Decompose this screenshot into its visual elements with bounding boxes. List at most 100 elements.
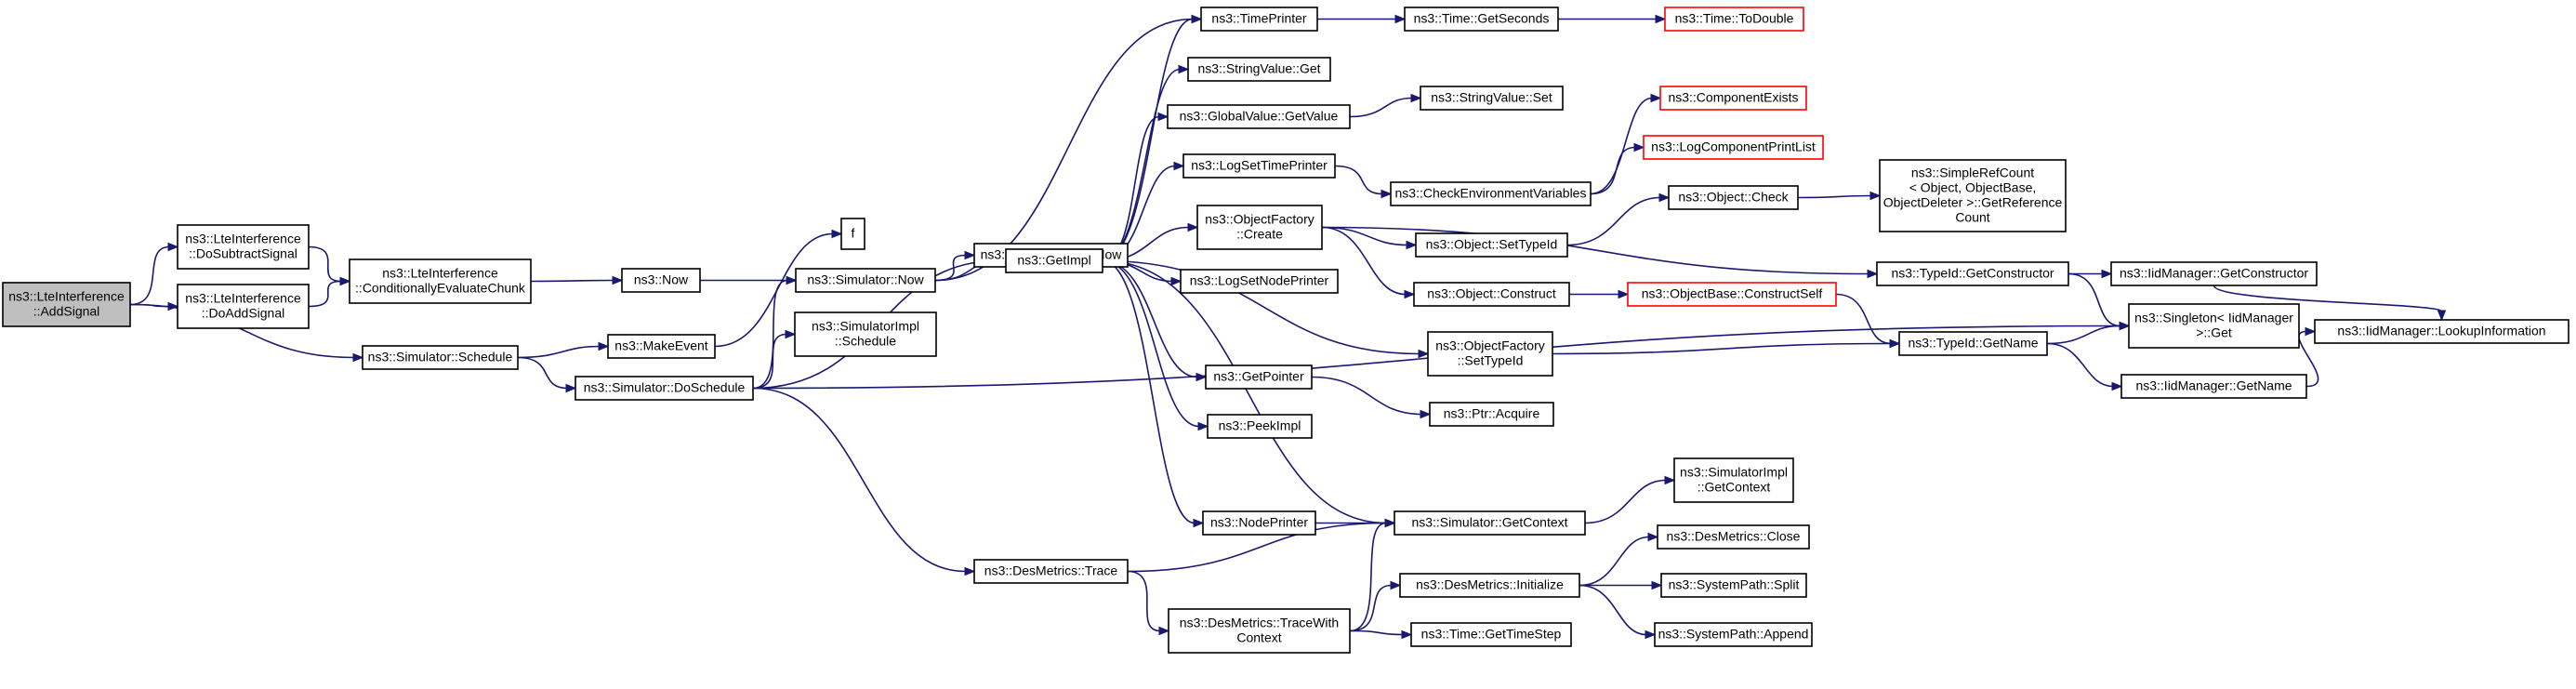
arrowhead (1196, 372, 1208, 382)
node-check-env[interactable]: ns3::CheckEnvironmentVariables (1390, 181, 1592, 206)
node-cond-eval[interactable]: ns3::LteInterference::ConditionallyEvalu… (349, 258, 532, 304)
node-object-construct[interactable]: ns3::Object::Construct (1413, 282, 1570, 307)
edge-add_signal-to-do_subtract (129, 245, 170, 306)
node-syspath-append[interactable]: ns3::SystemPath::Append (1654, 622, 1813, 647)
node-box (349, 258, 532, 304)
node-log-comp-print-list[interactable]: ns3::LogComponentPrintList (1643, 135, 1824, 160)
edge-objectbase_construct_self-to-typeid_get_name (1835, 293, 1892, 345)
node-box (1005, 248, 1103, 273)
node-ptr-acquire[interactable]: ns3::Ptr::Acquire (1429, 402, 1554, 427)
node-now[interactable]: ns3::Now (621, 268, 701, 293)
arrowhead (1418, 349, 1430, 359)
node-simimpl-get-context[interactable]: ns3::SimulatorImpl::GetContext (1673, 457, 1794, 503)
edge-des_trace_ctx-to-des_initialize (1349, 584, 1393, 632)
arrowhead (785, 329, 797, 339)
node-simimpl-schedule[interactable]: ns3::SimulatorImpl::Schedule (794, 311, 937, 357)
node-label: ns3::LteInterference (185, 291, 301, 306)
node-box (1390, 181, 1592, 206)
edge-sim_do_schedule-to-des_trace (752, 387, 967, 573)
node-simple-ref-count[interactable]: ns3::SimpleRefCount< Object, ObjectBase,… (1879, 159, 2067, 232)
edge-sim_schedule-to-make_event (517, 345, 601, 359)
arrowhead (1187, 222, 1199, 232)
node-label: ::AddSignal (33, 304, 100, 319)
arrowhead (1664, 475, 1676, 485)
node-label: ::GetContext (1698, 480, 1771, 495)
node-label: ::Create (1236, 227, 1283, 242)
node-time-to-double[interactable]: ns3::Time::ToDouble (1664, 7, 1804, 32)
node-singleton-get[interactable]: ns3::Singleton< IidManager>::Get (2128, 303, 2300, 349)
node-box (1660, 573, 1807, 598)
node-stringvalue-get[interactable]: ns3::StringValue::Get (1187, 57, 1331, 82)
node-peek-impl[interactable]: ns3::PeekImpl (1207, 414, 1313, 439)
arrowhead (1406, 240, 1418, 250)
arrowhead (1193, 518, 1205, 528)
node-box (2128, 303, 2300, 349)
node-sim-now[interactable]: ns3::Simulator::Now (795, 268, 936, 293)
node-label: ::DoSubtractSignal (189, 246, 297, 261)
node-f[interactable]: f (840, 218, 865, 250)
node-box (1205, 364, 1313, 390)
node-time-get-seconds[interactable]: ns3::Time::GetSeconds (1404, 7, 1559, 32)
node-label: Count (1955, 210, 1989, 225)
node-make-event[interactable]: ns3::MakeEvent (607, 334, 716, 359)
node-label: ns3::GetImpl (1017, 253, 1090, 268)
node-iidmanager-get-constructor[interactable]: ns3::IidManager::GetConstructor (2110, 261, 2318, 286)
node-component-exists[interactable]: ns3::ComponentExists (1659, 86, 1807, 111)
node-label: ns3::SimulatorImpl (812, 319, 919, 334)
node-typeid-get-name[interactable]: ns3::TypeId::GetName (1898, 331, 2048, 356)
node-label: ns3::Time::ToDouble (1675, 11, 1794, 26)
node-log-set-time-printer[interactable]: ns3::LogSetTimePrinter (1182, 153, 1336, 179)
node-label: ns3::NodePrinter (1210, 515, 1308, 530)
node-sim-schedule[interactable]: ns3::Simulator::Schedule (362, 345, 519, 370)
node-node-printer[interactable]: ns3::NodePrinter (1202, 510, 1316, 536)
node-stringvalue-set[interactable]: ns3::StringValue::Set (1420, 86, 1564, 111)
node-object-check[interactable]: ns3::Object::Check (1668, 185, 1799, 210)
node-time-get-time-step[interactable]: ns3::Time::GetTimeStep (1410, 622, 1572, 647)
node-objfactory-create[interactable]: ns3::ObjectFactory::Create (1196, 205, 1323, 250)
node-label: ns3::ObjectFactory (1205, 212, 1314, 227)
edge-typeid_get_constructor-to-singleton_get (2067, 272, 2121, 327)
node-objectbase-construct-self[interactable]: ns3::ObjectBase::ConstructSelf (1627, 282, 1837, 307)
node-typeid-get-constructor[interactable]: ns3::TypeId::GetConstructor (1876, 261, 2069, 286)
node-do-add[interactable]: ns3::LteInterference::DoAddSignal (177, 284, 310, 329)
arrowhead (1869, 191, 1882, 201)
edge-objfactory_settypeid-to-typeid_get_name (1552, 342, 1892, 355)
node-add-signal[interactable]: ns3::LteInterference::AddSignal (2, 282, 131, 327)
edge-objfactory_create-to-typeid_get_constructor (1321, 226, 1869, 275)
node-get-impl[interactable]: ns3::GetImpl (1005, 248, 1103, 273)
node-log-set-node-printer[interactable]: ns3::LogSetNodePrinter (1180, 269, 1339, 294)
edge-do_add-to-cond_eval (308, 280, 342, 308)
node-box (2314, 319, 2569, 344)
node-box (177, 284, 310, 329)
node-box (1207, 414, 1313, 439)
node-do-subtract[interactable]: ns3::LteInterference::DoSubtractSignal (177, 224, 310, 270)
node-sim-do-schedule[interactable]: ns3::Simulator::DoSchedule (575, 376, 754, 401)
edge-objfactory_create-to-object_construct (1321, 226, 1407, 296)
node-iidmanager-get-name[interactable]: ns3::IidManager::GetName (2120, 374, 2307, 399)
node-label: ns3::LteInterference (8, 289, 125, 304)
node-iidmanager-lookup[interactable]: ns3::IidManager::LookupInformation (2314, 319, 2569, 344)
node-get-pointer[interactable]: ns3::GetPointer (1205, 364, 1313, 390)
node-des-trace[interactable]: ns3::DesMetrics::Trace (973, 559, 1129, 584)
node-time-printer[interactable]: ns3::TimePrinter (1200, 7, 1318, 32)
node-sim-get-context[interactable]: ns3::Simulator::GetContext (1394, 510, 1586, 536)
node-box (1627, 282, 1837, 307)
node-des-close[interactable]: ns3::DesMetrics::Close (1657, 524, 1810, 550)
arrowhead (1404, 289, 1416, 299)
node-globalvalue-getvalue[interactable]: ns3::GlobalValue::GetValue (1167, 104, 1351, 129)
arrowhead (1197, 421, 1209, 431)
edge-cond_eval-to-now (530, 279, 614, 283)
node-label: ns3::LteInterference (382, 266, 498, 281)
node-objfactory-settypeid[interactable]: ns3::ObjectFactory::SetTypeId (1427, 331, 1553, 377)
edge-add_signal-to-sim_schedule (129, 303, 355, 359)
node-object-settypeid[interactable]: ns3::Object::SetTypeId (1415, 232, 1568, 258)
node-label: >::Get (2196, 325, 2232, 340)
node-box (1427, 331, 1553, 377)
node-box (1202, 510, 1316, 536)
arrowhead (1867, 269, 1879, 279)
node-syspath-split[interactable]: ns3::SystemPath::Split (1660, 573, 1807, 598)
node-des-initialize[interactable]: ns3::DesMetrics::Initialize (1399, 573, 1580, 598)
arrowhead (1158, 626, 1170, 636)
node-box (177, 224, 310, 270)
